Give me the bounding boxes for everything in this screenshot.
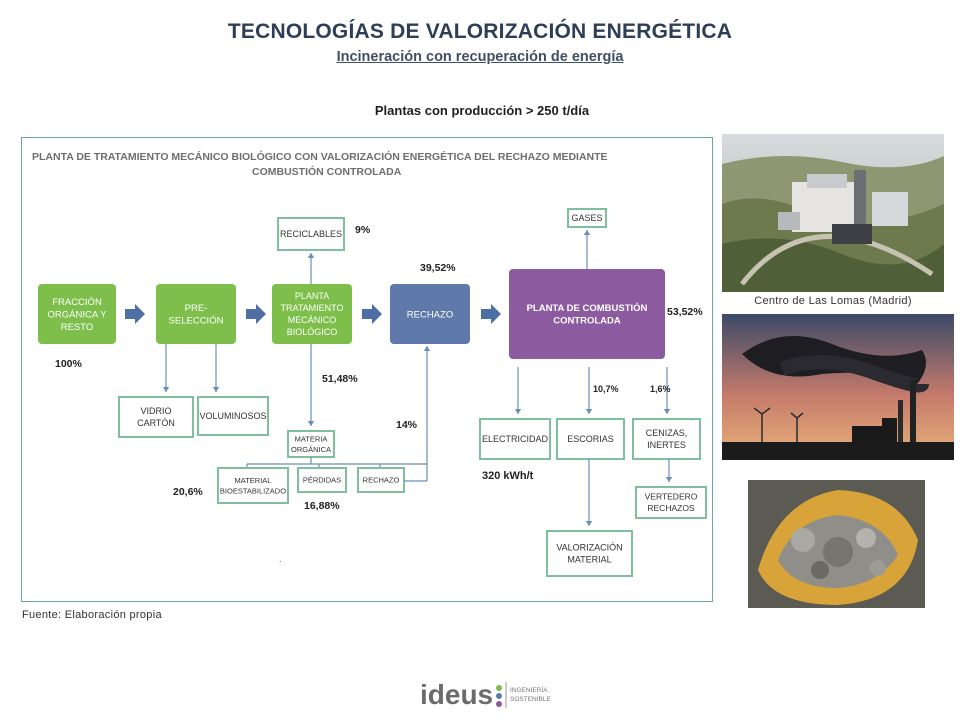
node-electricidad: ELECTRICIDAD [479, 418, 551, 460]
page-title: TECNOLOGÍAS DE VALORIZACIÓN ENERGÉTICA [227, 20, 733, 43]
label-pct_5148: 51,48% [322, 373, 358, 385]
label-pct_1688: 16,88% [304, 500, 340, 512]
node-rechazo-label: RECHAZO [407, 309, 453, 320]
node-materia-label: ORGÁNICA [291, 445, 331, 454]
label-pct_14: 14% [396, 419, 418, 431]
node-fraccion-label: FRACCIÓN [52, 297, 102, 308]
arrow-head [663, 409, 671, 414]
node-cenizas-label: INERTES [647, 440, 686, 450]
plant-aerial-photo [722, 134, 944, 292]
flow-arrow [246, 304, 266, 324]
plant-capacity-caption: Plantas con producción > 250 t/día [374, 103, 590, 118]
label-pct_16: 1,6% [650, 384, 671, 394]
node-vidrio: VIDRIO CARTÓN [118, 396, 194, 438]
diagram-heading-line1: PLANTA DE TRATAMIENTO MECÁNICO BIOLÓGICO… [32, 150, 608, 163]
node-bioestabilizado-label: BIOESTABILIZADO [220, 486, 286, 495]
logo-tagline-2: SOSTENIBLE [510, 696, 551, 703]
node-reciclables: RECICLABLES [277, 217, 345, 251]
page-subtitle: Incineración con recuperación de energía [336, 49, 624, 65]
node-valorizacion-label: VALORIZACIÓN [556, 543, 622, 553]
node-tmb-label: MECÁNICO [288, 315, 337, 325]
node-tmb-label: BIOLÓGICO [287, 327, 338, 337]
source-note: Fuente: Elaboración propia [22, 609, 162, 621]
node-preseleccion: PRE- SELECCIÓN [156, 284, 236, 344]
node-rechazo_small: RECHAZO [357, 467, 405, 493]
node-reciclables-label: RECICLABLES [280, 229, 342, 239]
arrow-head [665, 477, 673, 482]
node-vidrio-label: VIDRIO [140, 406, 171, 416]
node-perdidas-label: PÉRDIDAS [303, 476, 341, 485]
label-pct_100: 100% [55, 358, 83, 370]
node-combustion: PLANTA DE COMBUSTIÓN CONTROLADA [509, 269, 665, 359]
photo-caption: Centro de Las Lomas (Madrid) [754, 295, 912, 307]
node-gases-label: GASES [571, 213, 602, 223]
arrow-head [423, 346, 431, 351]
logo-wordmark: ideus [420, 679, 493, 710]
node-gases: GASES [567, 208, 607, 228]
node-valorizacion-label: MATERIAL [567, 555, 611, 565]
node-fraccion-label: ORGÁNICA Y [48, 309, 108, 320]
arrow-head [583, 230, 591, 235]
node-cenizas: CENIZAS, INERTES [632, 418, 701, 460]
node-fraccion-label: RESTO [61, 322, 94, 333]
node-electricidad-label: ELECTRICIDAD [482, 434, 549, 444]
node-combustion-label: PLANTA DE COMBUSTIÓN [527, 302, 648, 314]
process-flow-diagram: PLANTA DE TRATAMIENTO MECÁNICO BIOLÓGICO… [21, 137, 713, 602]
label-pct_3952: 39,52% [420, 262, 456, 274]
label-pct_206: 20,6% [173, 486, 203, 498]
diagram-canvas: PLANTA DE TRATAMIENTO MECÁNICO BIOLÓGICO… [32, 150, 707, 577]
label-pct_5352: 53,52% [667, 306, 703, 318]
node-voluminosos-label: VOLUMINOSOS [199, 411, 266, 421]
flow-arrow [125, 304, 145, 324]
node-preseleccion-label: SELECCIÓN [169, 316, 224, 327]
node-vertedero-label: VERTEDERO [645, 492, 698, 502]
ideus-logo: ideus INGENIERÍA SOSTENIBLE [420, 678, 580, 712]
arrow-head [585, 521, 593, 526]
node-bioestabilizado-label: MATERIAL [235, 476, 272, 485]
diagram-heading-line2: COMBUSTIÓN CONTROLADA [252, 165, 402, 178]
node-valorizacion: VALORIZACIÓN MATERIAL [546, 530, 633, 577]
arrow-head [307, 253, 315, 258]
label-kwh: 320 kWh/t [482, 470, 534, 482]
node-rechazo: RECHAZO [390, 284, 470, 344]
node-preseleccion-label: PRE- [185, 303, 208, 314]
node-tmb-label: PLANTA [295, 291, 329, 301]
ash-slag-photo [748, 480, 925, 608]
smokestack-photo [722, 314, 954, 460]
arrow-head [585, 409, 593, 414]
node-materia-label: MATERIA [295, 434, 328, 443]
flow-arrow [481, 304, 501, 324]
node-escorias-label: ESCORIAS [567, 434, 614, 444]
stray-dot: . [279, 554, 282, 564]
arrow-head [212, 387, 220, 392]
node-tmb-label: TRATAMIENTO [281, 303, 344, 313]
arrow-head [162, 387, 170, 392]
node-rechazo_small-label: RECHAZO [363, 476, 400, 485]
arrow-head [307, 421, 315, 426]
arrow-head [514, 409, 522, 414]
node-voluminosos: VOLUMINOSOS [197, 396, 269, 436]
node-vidrio-label: CARTÓN [137, 418, 175, 428]
node-cenizas-label: CENIZAS, [646, 428, 688, 438]
label-pct_107: 10,7% [593, 384, 619, 394]
node-perdidas: PÉRDIDAS [297, 467, 347, 493]
node-escorias: ESCORIAS [556, 418, 625, 460]
logo-tagline-1: INGENIERÍA [510, 685, 548, 694]
node-materia: MATERIA ORGÁNICA [287, 430, 335, 458]
flow-arrow [362, 304, 382, 324]
node-vertedero-label: RECHAZOS [647, 503, 695, 513]
node-combustion-label: CONTROLADA [553, 316, 621, 327]
node-tmb: PLANTA TRATAMIENTO MECÁNICO BIOLÓGICO [272, 284, 352, 344]
label-pct_9: 9% [355, 224, 371, 236]
